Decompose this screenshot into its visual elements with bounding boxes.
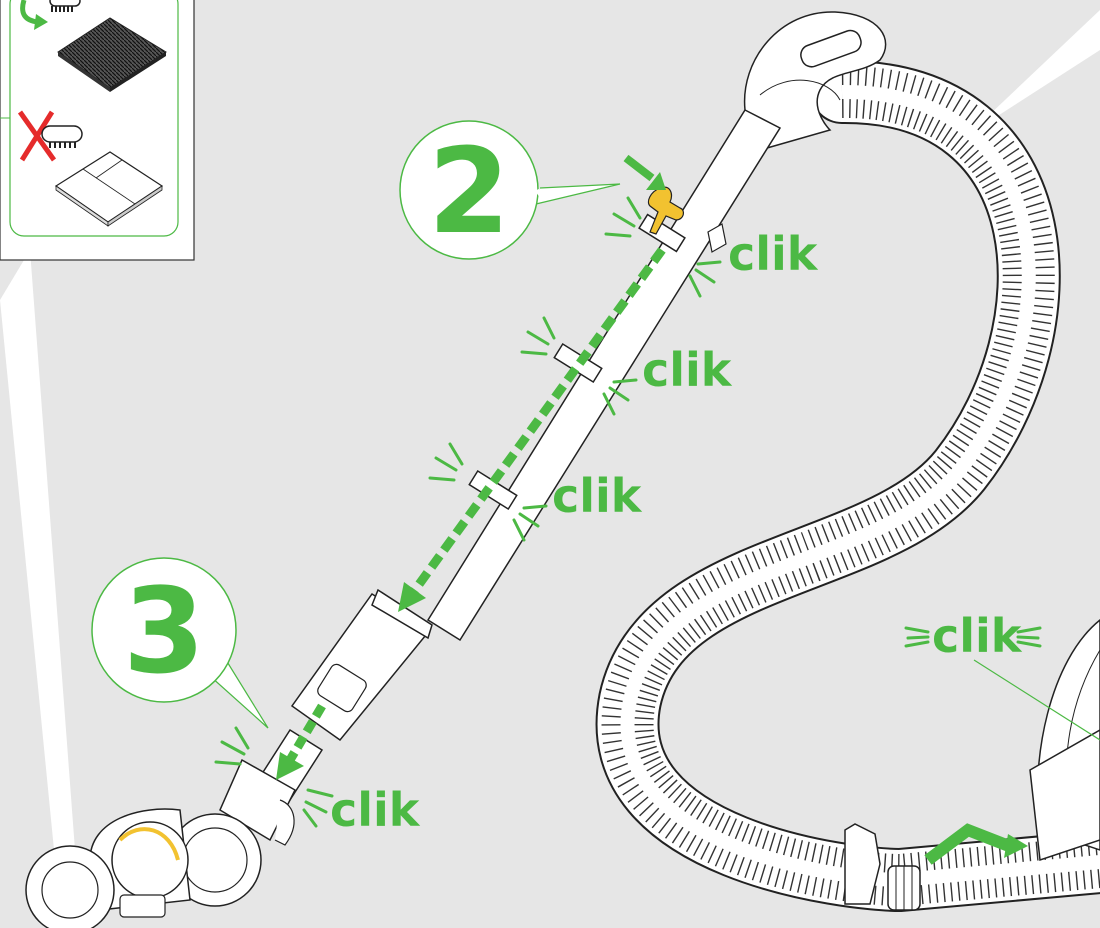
- click-label-lower: clik: [552, 469, 643, 523]
- attachment-inset-panel: [0, 0, 194, 260]
- click-label-top: clik: [728, 227, 819, 281]
- step-2-number: 2: [428, 122, 510, 260]
- click-label-nozzle: clik: [330, 783, 421, 837]
- wand-lower-grip: [292, 590, 432, 740]
- machine-body: [1030, 620, 1100, 860]
- light-beam-left: [0, 250, 75, 860]
- click-label-mid: clik: [642, 343, 733, 397]
- step-2-callout: 2: [400, 121, 620, 260]
- press-arrow-latch: [626, 158, 666, 190]
- insert-arrow-wand: [398, 250, 662, 612]
- click-label-body: clik: [932, 609, 1023, 663]
- step-3-number: 3: [123, 562, 205, 700]
- step-3-callout: 3: [92, 558, 268, 728]
